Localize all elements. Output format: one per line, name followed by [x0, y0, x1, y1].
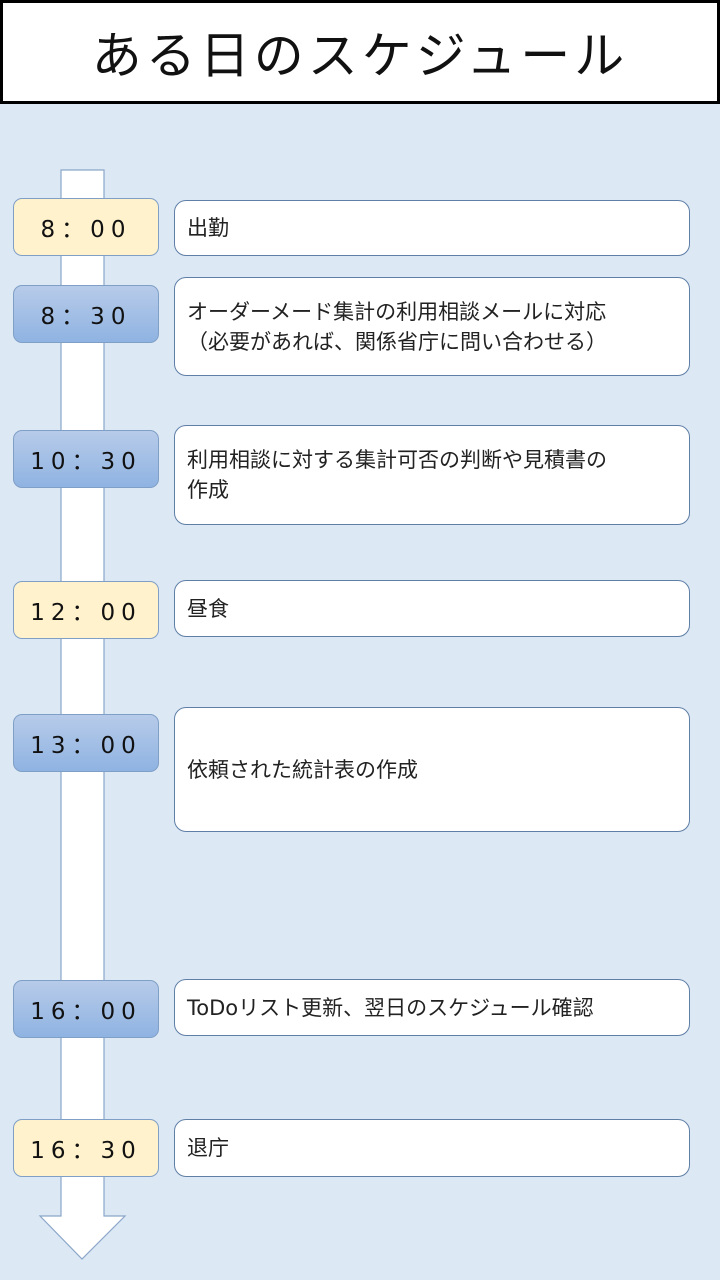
event-box: オーダーメード集計の利用相談メールに対応 （必要があれば、関係省庁に問い合わせる… — [174, 277, 690, 376]
event-box: 出勤 — [174, 200, 690, 256]
time-label: 8：30 — [13, 285, 159, 343]
event-box: 昼食 — [174, 580, 690, 637]
event-box: ToDoリスト更新、翌日のスケジュール確認 — [174, 979, 690, 1036]
event-box: 利用相談に対する集計可否の判断や見積書の 作成 — [174, 425, 690, 525]
event-box: 退庁 — [174, 1119, 690, 1177]
time-label: 12：00 — [13, 581, 159, 639]
time-label: 10：30 — [13, 430, 159, 488]
time-label: 13：00 — [13, 714, 159, 772]
page-title: ある日のスケジュール — [0, 0, 720, 104]
time-label: 16：00 — [13, 980, 159, 1038]
time-label: 16：30 — [13, 1119, 159, 1177]
event-box: 依頼された統計表の作成 — [174, 707, 690, 832]
time-label: 8：00 — [13, 198, 159, 256]
